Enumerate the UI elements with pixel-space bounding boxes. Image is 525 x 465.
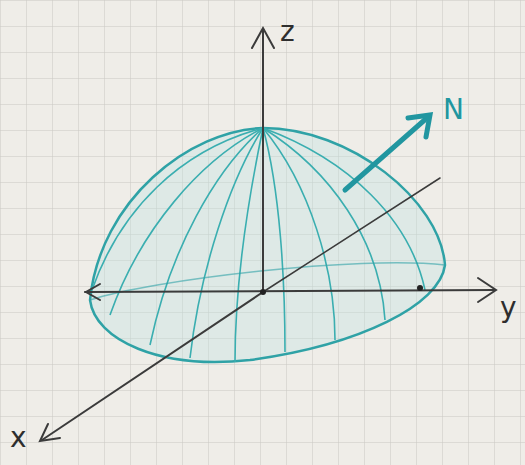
axis-label: z [280,18,295,46]
base-back-edge [90,263,445,300]
axis-dot [417,285,423,291]
normal-arrow [345,115,430,190]
axis-label: N [443,96,464,124]
origin-dot [260,289,266,295]
axis-label: y [500,294,517,322]
axis-label: x [10,424,27,452]
dome-surface [90,128,445,362]
axes [40,28,496,441]
